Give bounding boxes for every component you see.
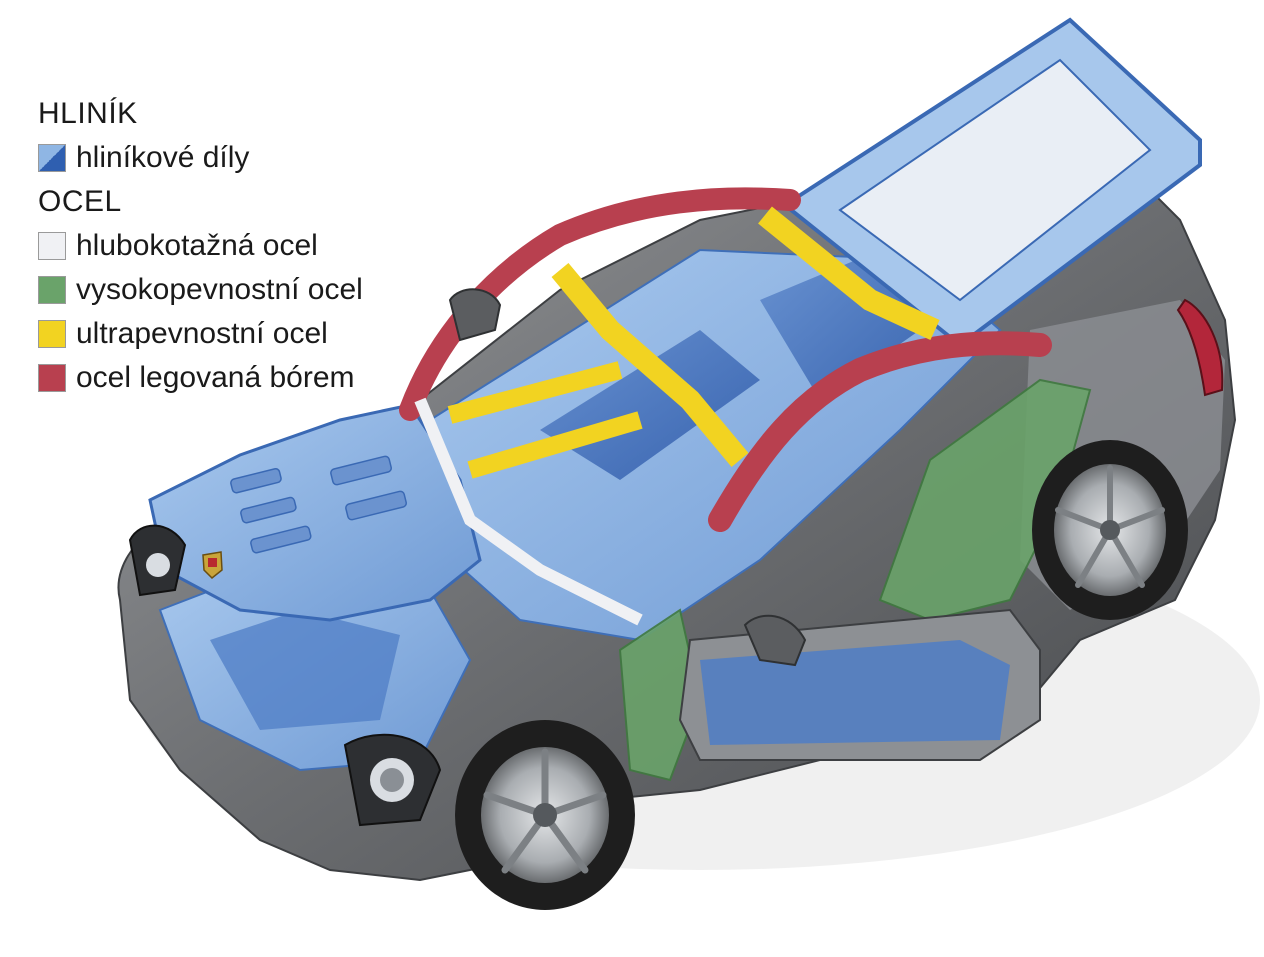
legend-item-label: ocel legovaná bórem xyxy=(76,361,355,394)
front-wheel xyxy=(455,720,635,910)
crest-emblem xyxy=(202,551,223,580)
legend-item: hlubokotažná ocel xyxy=(38,224,438,268)
left-headlight-lens xyxy=(146,553,170,577)
front-lid xyxy=(148,403,482,622)
legend-item: ultrapevnostní ocel xyxy=(38,312,438,356)
ultra-steel-roof-bow xyxy=(758,206,940,340)
left-side-mirror xyxy=(448,288,502,342)
legend-item-label: hliníkové díly xyxy=(76,141,250,174)
boron-steel-roof-rail xyxy=(399,187,801,421)
legend-color-swatch xyxy=(38,232,66,260)
legend-item-label: ultrapevnostní ocel xyxy=(76,317,328,350)
legend-group-title: OCEL xyxy=(38,185,122,218)
legend-color-swatch xyxy=(38,320,66,348)
ultra-steel-windshield-frame xyxy=(551,262,749,468)
legend-item: hliníkové díly xyxy=(38,136,438,180)
legend-group-title: HLINÍK xyxy=(38,97,138,130)
rear-hatch-glass-opening xyxy=(838,58,1152,302)
ultra-steel-seat-crossmember xyxy=(447,361,623,424)
legend-item-label: hlubokotažná ocel xyxy=(76,229,318,262)
legend-item-label: vysokopevnostní ocel xyxy=(76,273,363,306)
rear-wheel xyxy=(1032,440,1188,620)
legend-item: ocel legovaná bórem xyxy=(38,356,438,400)
right-side-mirror xyxy=(743,614,807,667)
door-inner-panel xyxy=(700,640,1010,745)
front-trunk-well xyxy=(210,610,400,730)
right-headlight-inner-lens xyxy=(380,768,404,792)
legend-item: vysokopevnostní ocel xyxy=(38,268,438,312)
legend-color-swatch xyxy=(38,364,66,392)
tail-light xyxy=(1176,298,1224,397)
boron-steel-b-pillar xyxy=(708,331,1052,532)
high-strength-a-pillar-lower xyxy=(618,608,702,782)
legend-color-swatch xyxy=(38,276,66,304)
front-lid-slots xyxy=(230,455,407,554)
rear-bulkhead xyxy=(760,250,920,400)
ultra-steel-floor-crossmember xyxy=(467,411,643,479)
deep-drawn-steel-sill xyxy=(414,397,643,626)
legend-color-swatch xyxy=(38,144,66,172)
